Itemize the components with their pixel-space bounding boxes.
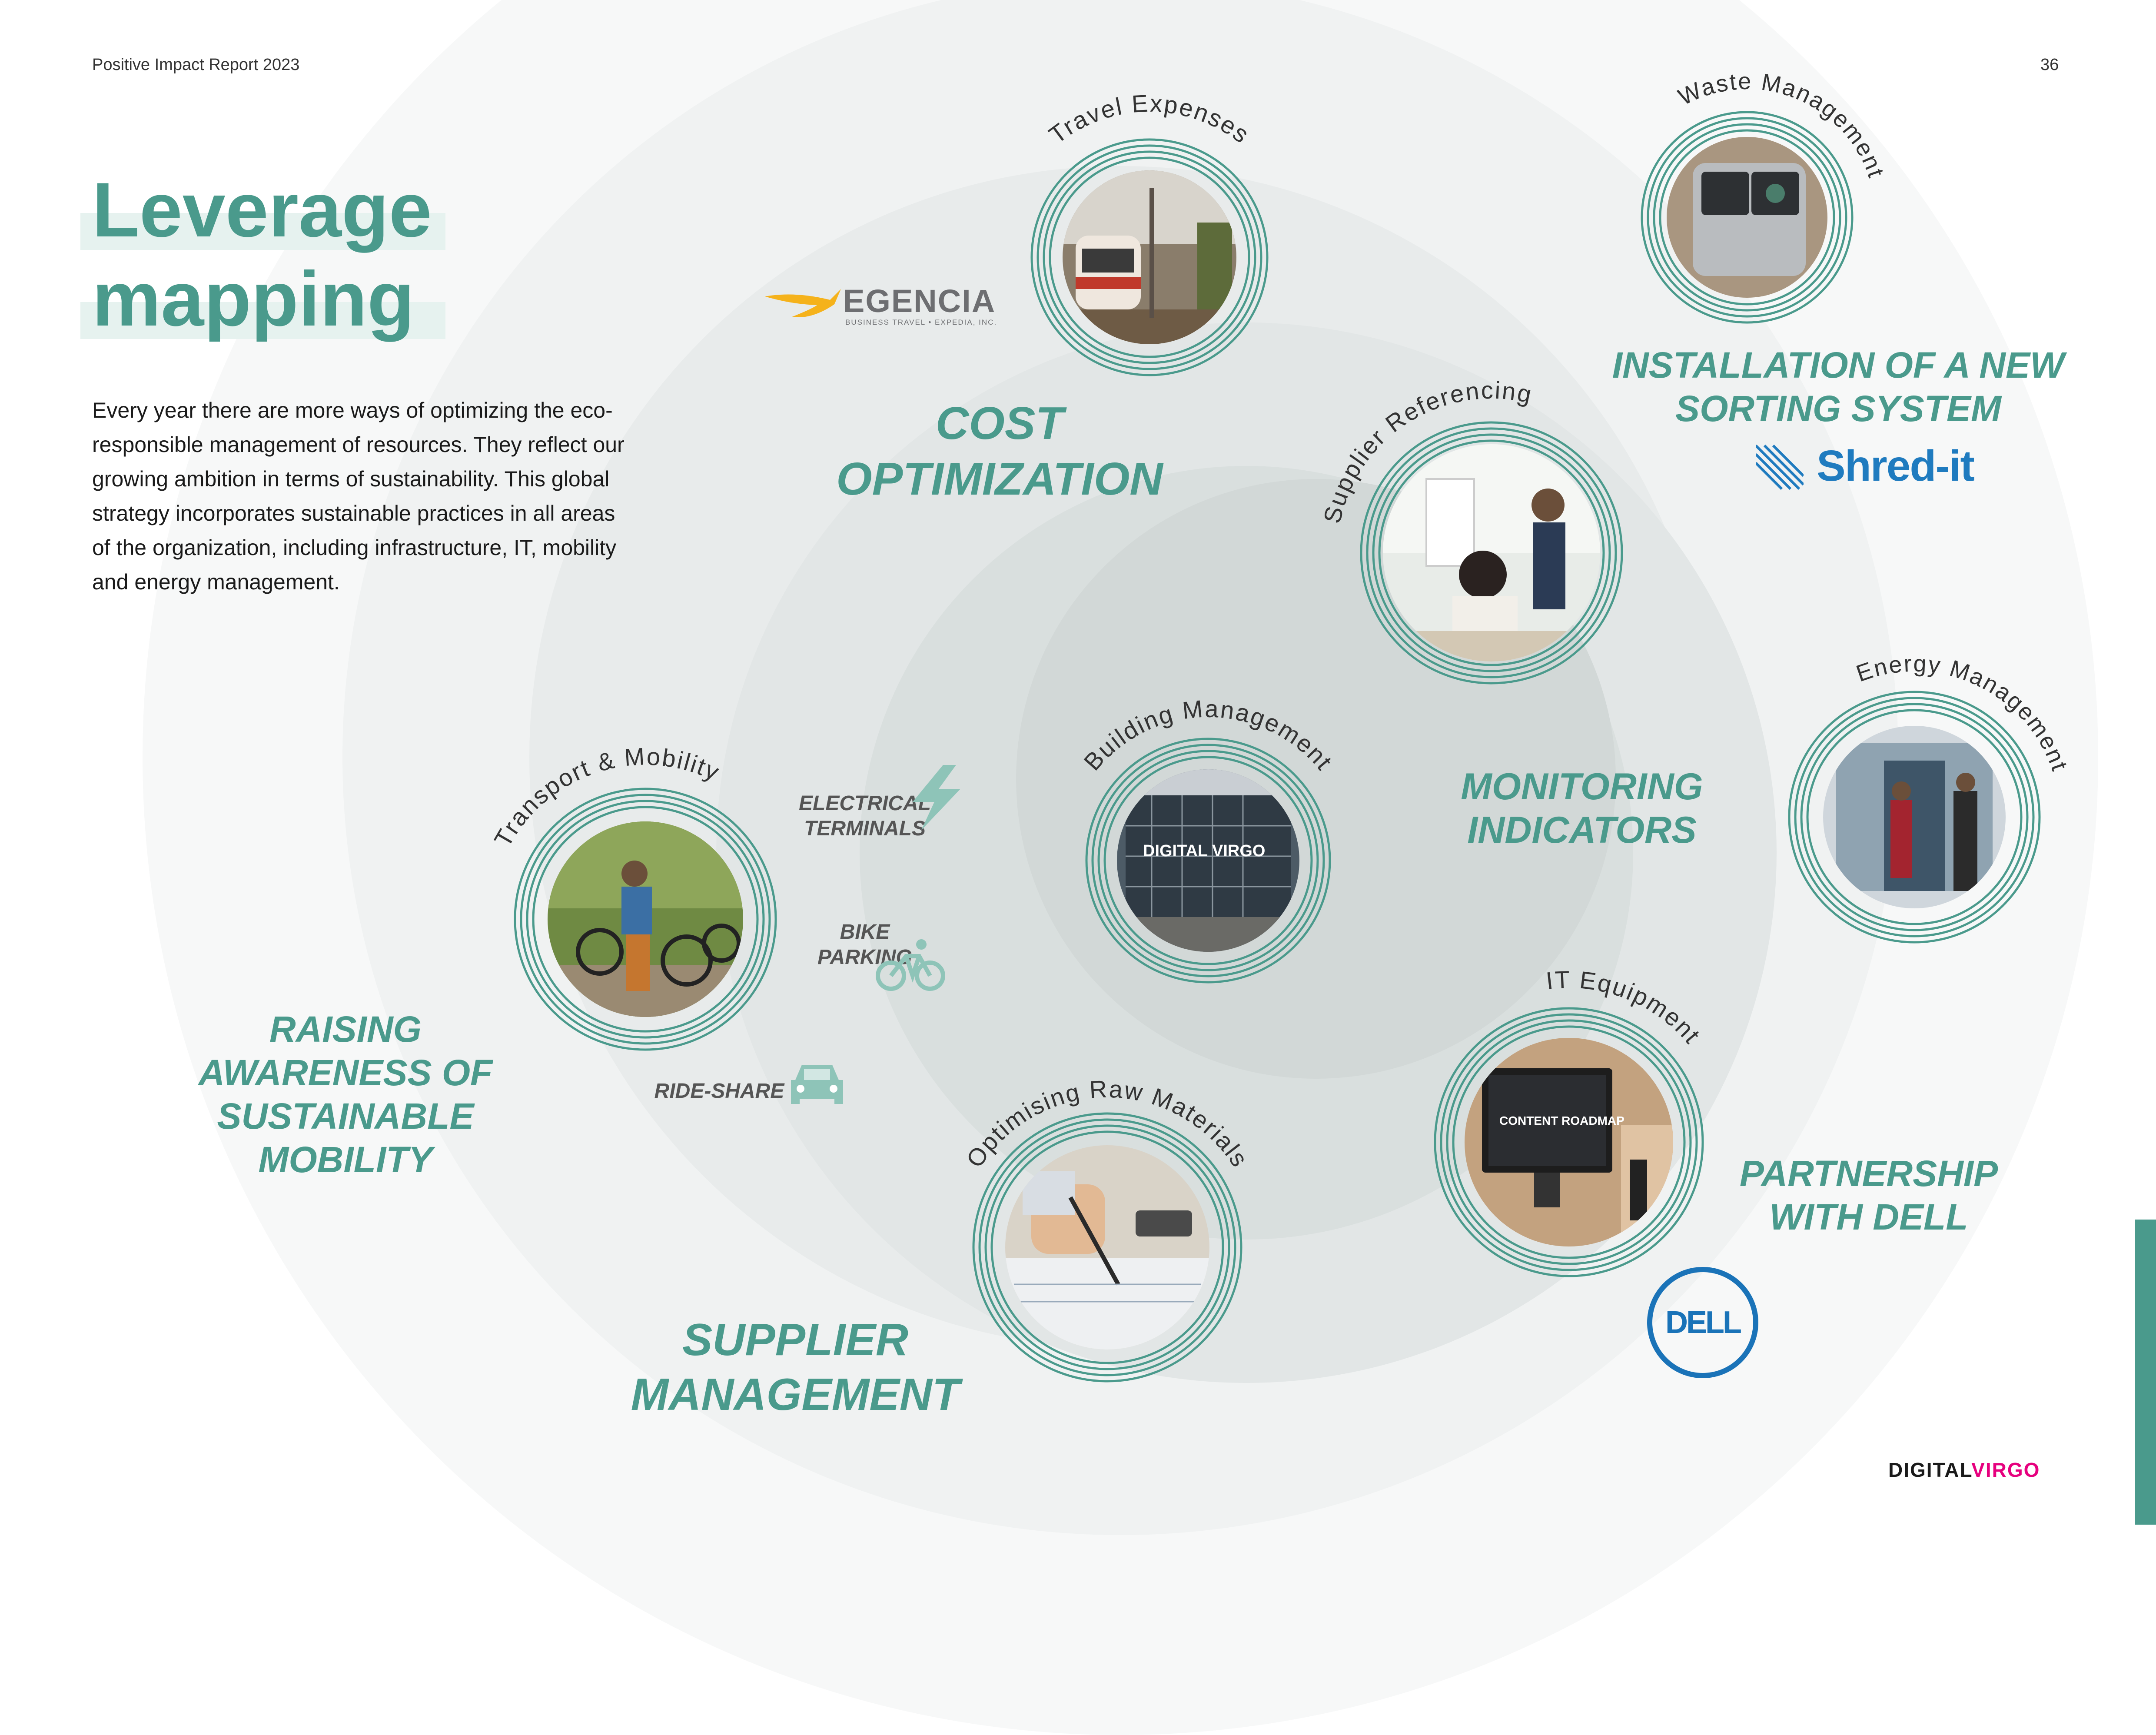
page-title: Leverage mapping bbox=[92, 165, 432, 343]
screen-text: CONTENT ROADMAP bbox=[1499, 1114, 1624, 1127]
shredit-wordmark: Shred-it bbox=[1817, 442, 1975, 490]
label-ride-share: RIDE-SHARE bbox=[654, 1080, 784, 1103]
node-supplier-referencing: Supplier Referencing bbox=[1318, 376, 1644, 705]
page-number: 36 bbox=[2040, 56, 2059, 74]
intro-line: and energy management. bbox=[92, 570, 340, 594]
heading-supplier-management: SUPPLIER MANAGEMENT bbox=[617, 1313, 973, 1422]
building-photo: DIGITAL VIRGO bbox=[1117, 769, 1299, 952]
heading-partnership-dell: PARTNERSHIP WITH DELL bbox=[1730, 1152, 2008, 1239]
heading-cost-optimization: COST OPTIMIZATION bbox=[821, 396, 1178, 507]
heading-sustainable-mobility: RAISING AWARENESS OF SUSTAINABLE MOBILIT… bbox=[191, 1007, 500, 1181]
page-title-line-2: mapping bbox=[92, 256, 415, 342]
title-highlight-2 bbox=[80, 302, 445, 339]
heading-line: SORTING SYSTEM bbox=[1675, 388, 2001, 429]
node-transport-mobility: Transport & Mobility bbox=[488, 742, 778, 1052]
heading-line: AWARENESS OF bbox=[198, 1052, 493, 1093]
digital-virgo-logo: DIGITALVIRGO bbox=[1888, 1458, 2040, 1482]
egencia-logo: EGENCIA BUSINESS TRAVEL • EXPEDIA, INC. bbox=[765, 283, 1008, 330]
node-travel-expenses: Travel Expenses bbox=[1028, 89, 1271, 379]
heading-line: WITH DELL bbox=[1769, 1197, 1968, 1237]
title-highlight-1 bbox=[80, 213, 445, 250]
intro-line: Every year there are more ways of optimi… bbox=[92, 398, 613, 422]
intro-line: responsible management of resources. The… bbox=[92, 432, 625, 457]
intro-paragraph: Every year there are more ways of optimi… bbox=[92, 393, 718, 599]
heading-monitoring-indicators: MONITORING INDICATORS bbox=[1447, 765, 1717, 852]
shredit-logo: Shred-it bbox=[1756, 439, 1999, 500]
label-line: ELECTRICAL bbox=[799, 792, 931, 815]
node-building-management: Building Management DIGITAL VIRGO bbox=[1078, 695, 1337, 987]
intro-line: of the organization, including infrastru… bbox=[92, 535, 617, 560]
node-waste-management: Waste Management bbox=[1638, 68, 1888, 326]
waste-photo bbox=[1667, 137, 1827, 298]
logo-digital: DIGITAL bbox=[1888, 1459, 1972, 1481]
node-energy-management: Energy Management bbox=[1788, 651, 2072, 944]
dell-wordmark: DELL bbox=[1665, 1305, 1742, 1340]
transport-photo bbox=[548, 821, 743, 1017]
raw-materials-photo bbox=[1005, 1145, 1209, 1349]
car-icon bbox=[791, 1065, 843, 1104]
node-it-equipment: IT Equipment CONTENT ROADMAP bbox=[1434, 966, 1705, 1277]
heading-sorting-system: INSTALLATION OF A NEW SORTING SYSTEM bbox=[1608, 343, 2069, 430]
egencia-tagline: BUSINESS TRAVEL • EXPEDIA, INC. bbox=[845, 318, 997, 326]
report-title: Positive Impact Report 2023 bbox=[92, 56, 300, 74]
intro-line: growing ambition in terms of sustainabil… bbox=[92, 467, 610, 491]
logo-virgo: VIRGO bbox=[1971, 1459, 2040, 1481]
bicycle-icon bbox=[876, 939, 945, 991]
heading-line: INSTALLATION OF A NEW bbox=[1612, 345, 2065, 386]
heading-line: PARTNERSHIP bbox=[1739, 1153, 1998, 1194]
energy-photo bbox=[1823, 726, 2006, 908]
heading-line: MOBILITY bbox=[258, 1139, 433, 1180]
heading-line: SUPPLIER bbox=[682, 1315, 909, 1365]
label-line: BIKE bbox=[840, 921, 890, 944]
node-raw-materials: Optimising Raw Materials bbox=[961, 1075, 1253, 1383]
page-title-line-1: Leverage bbox=[92, 166, 432, 253]
egencia-bird-icon bbox=[765, 289, 841, 317]
heading-line: MANAGEMENT bbox=[631, 1369, 960, 1420]
label-line: TERMINALS bbox=[804, 817, 926, 840]
supplier-referencing-photo bbox=[1383, 444, 1600, 661]
shredit-stripes-icon bbox=[1756, 444, 1804, 490]
travel-photo bbox=[1063, 170, 1236, 344]
lightning-bolt-icon bbox=[913, 765, 960, 830]
label-electrical-terminals: ELECTRICAL TERMINALS bbox=[787, 791, 943, 841]
building-sign: DIGITAL VIRGO bbox=[1143, 842, 1266, 860]
dell-logo: DELL bbox=[1647, 1267, 1758, 1378]
heading-line: COST bbox=[935, 398, 1064, 449]
heading-line: MONITORING bbox=[1461, 766, 1703, 808]
heading-line: INDICATORS bbox=[1467, 809, 1697, 851]
heading-line: SUSTAINABLE bbox=[217, 1096, 474, 1137]
egencia-wordmark: EGENCIA bbox=[843, 283, 996, 319]
heading-line: RAISING bbox=[269, 1009, 422, 1050]
intro-line: strategy incorporates sustainable practi… bbox=[92, 501, 615, 525]
side-accent-bar bbox=[2135, 1220, 2156, 1525]
it-photo: CONTENT ROADMAP bbox=[1465, 1038, 1673, 1246]
heading-line: OPTIMIZATION bbox=[836, 453, 1163, 505]
